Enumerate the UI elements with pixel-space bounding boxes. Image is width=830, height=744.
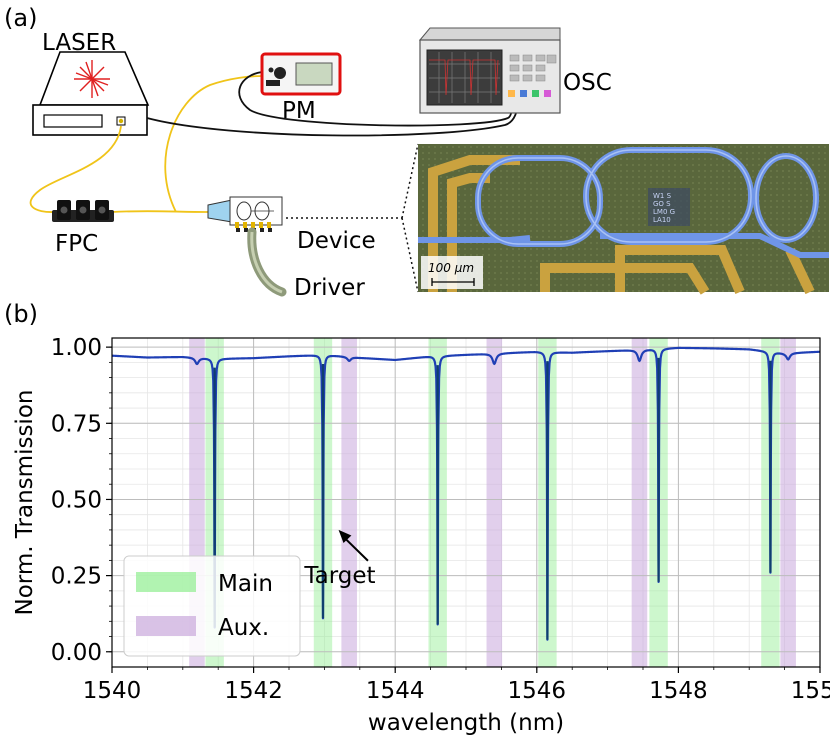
panel-a: (a) LASER (4, 4, 829, 301)
legend-box (123, 555, 301, 657)
legend-label: Main (218, 571, 273, 597)
aux-band (780, 338, 796, 667)
y-tick-label: 0.50 (51, 487, 102, 513)
chip-marking-1: W1 S (653, 192, 672, 200)
transmission-line (111, 346, 821, 641)
osc-label: OSC (563, 70, 612, 96)
x-tick-label: 1546 (508, 678, 567, 704)
panel-b-label: (b) (4, 300, 38, 328)
fpc-label: FPC (55, 231, 98, 257)
scalebar (431, 278, 475, 286)
laser-star-icon (74, 60, 110, 98)
electrical-cables (146, 71, 519, 137)
zoom-lines (286, 143, 419, 293)
y-tick-label: 0.00 (51, 640, 102, 666)
y-axis-label: Norm. Transmission (12, 390, 38, 616)
y-tick-label: 0.75 (51, 411, 102, 437)
power-meter-device: PM (260, 52, 342, 124)
y-tick-label: 0.25 (51, 564, 102, 590)
chip-marking-3: LM0 G (653, 208, 675, 216)
aux-band (486, 338, 503, 667)
laser-device: LASER (32, 30, 150, 136)
chip-marking-2: GO S (653, 200, 671, 208)
chip-micrograph: W1 S GO S LM0 G LA10 100 μm (418, 144, 829, 295)
transmission-series (111, 346, 821, 641)
device-holder: Device Driver (207, 196, 376, 301)
y-tick-label: 1.00 (51, 335, 102, 361)
oscilloscope-device: OSC (418, 27, 612, 114)
x-tick-label: 1548 (649, 678, 708, 704)
annotation-arrowhead (338, 529, 352, 544)
driver-label: Driver (294, 275, 365, 301)
legend-swatch (136, 572, 196, 592)
aux-band (631, 338, 648, 667)
optical-fibers (29, 75, 263, 213)
x-tick-label: 1540 (83, 678, 142, 704)
scalebar-label: 100 μm (428, 261, 474, 275)
x-tick-label: 1544 (366, 678, 425, 704)
x-axis-label: wavelength (nm) (368, 710, 564, 736)
chip-marking-4: LA10 (653, 216, 671, 224)
aux-band (341, 338, 357, 667)
fpc-device: FPC (52, 200, 114, 257)
pm-label: PM (282, 98, 316, 124)
legend-label: Aux. (218, 615, 269, 641)
x-tick-label: 1542 (224, 678, 283, 704)
annotation-arrow (341, 535, 369, 562)
y-axis-ticks: 0.00 0.25 0.50 0.75 1.00 (51, 335, 112, 666)
legend-swatch (136, 616, 196, 636)
laser-label: LASER (42, 30, 116, 56)
device-label: Device (297, 228, 376, 254)
annotation-label: Target (303, 563, 375, 589)
chart-annotations: Target (303, 529, 376, 589)
panel-a-label: (a) (4, 4, 37, 32)
